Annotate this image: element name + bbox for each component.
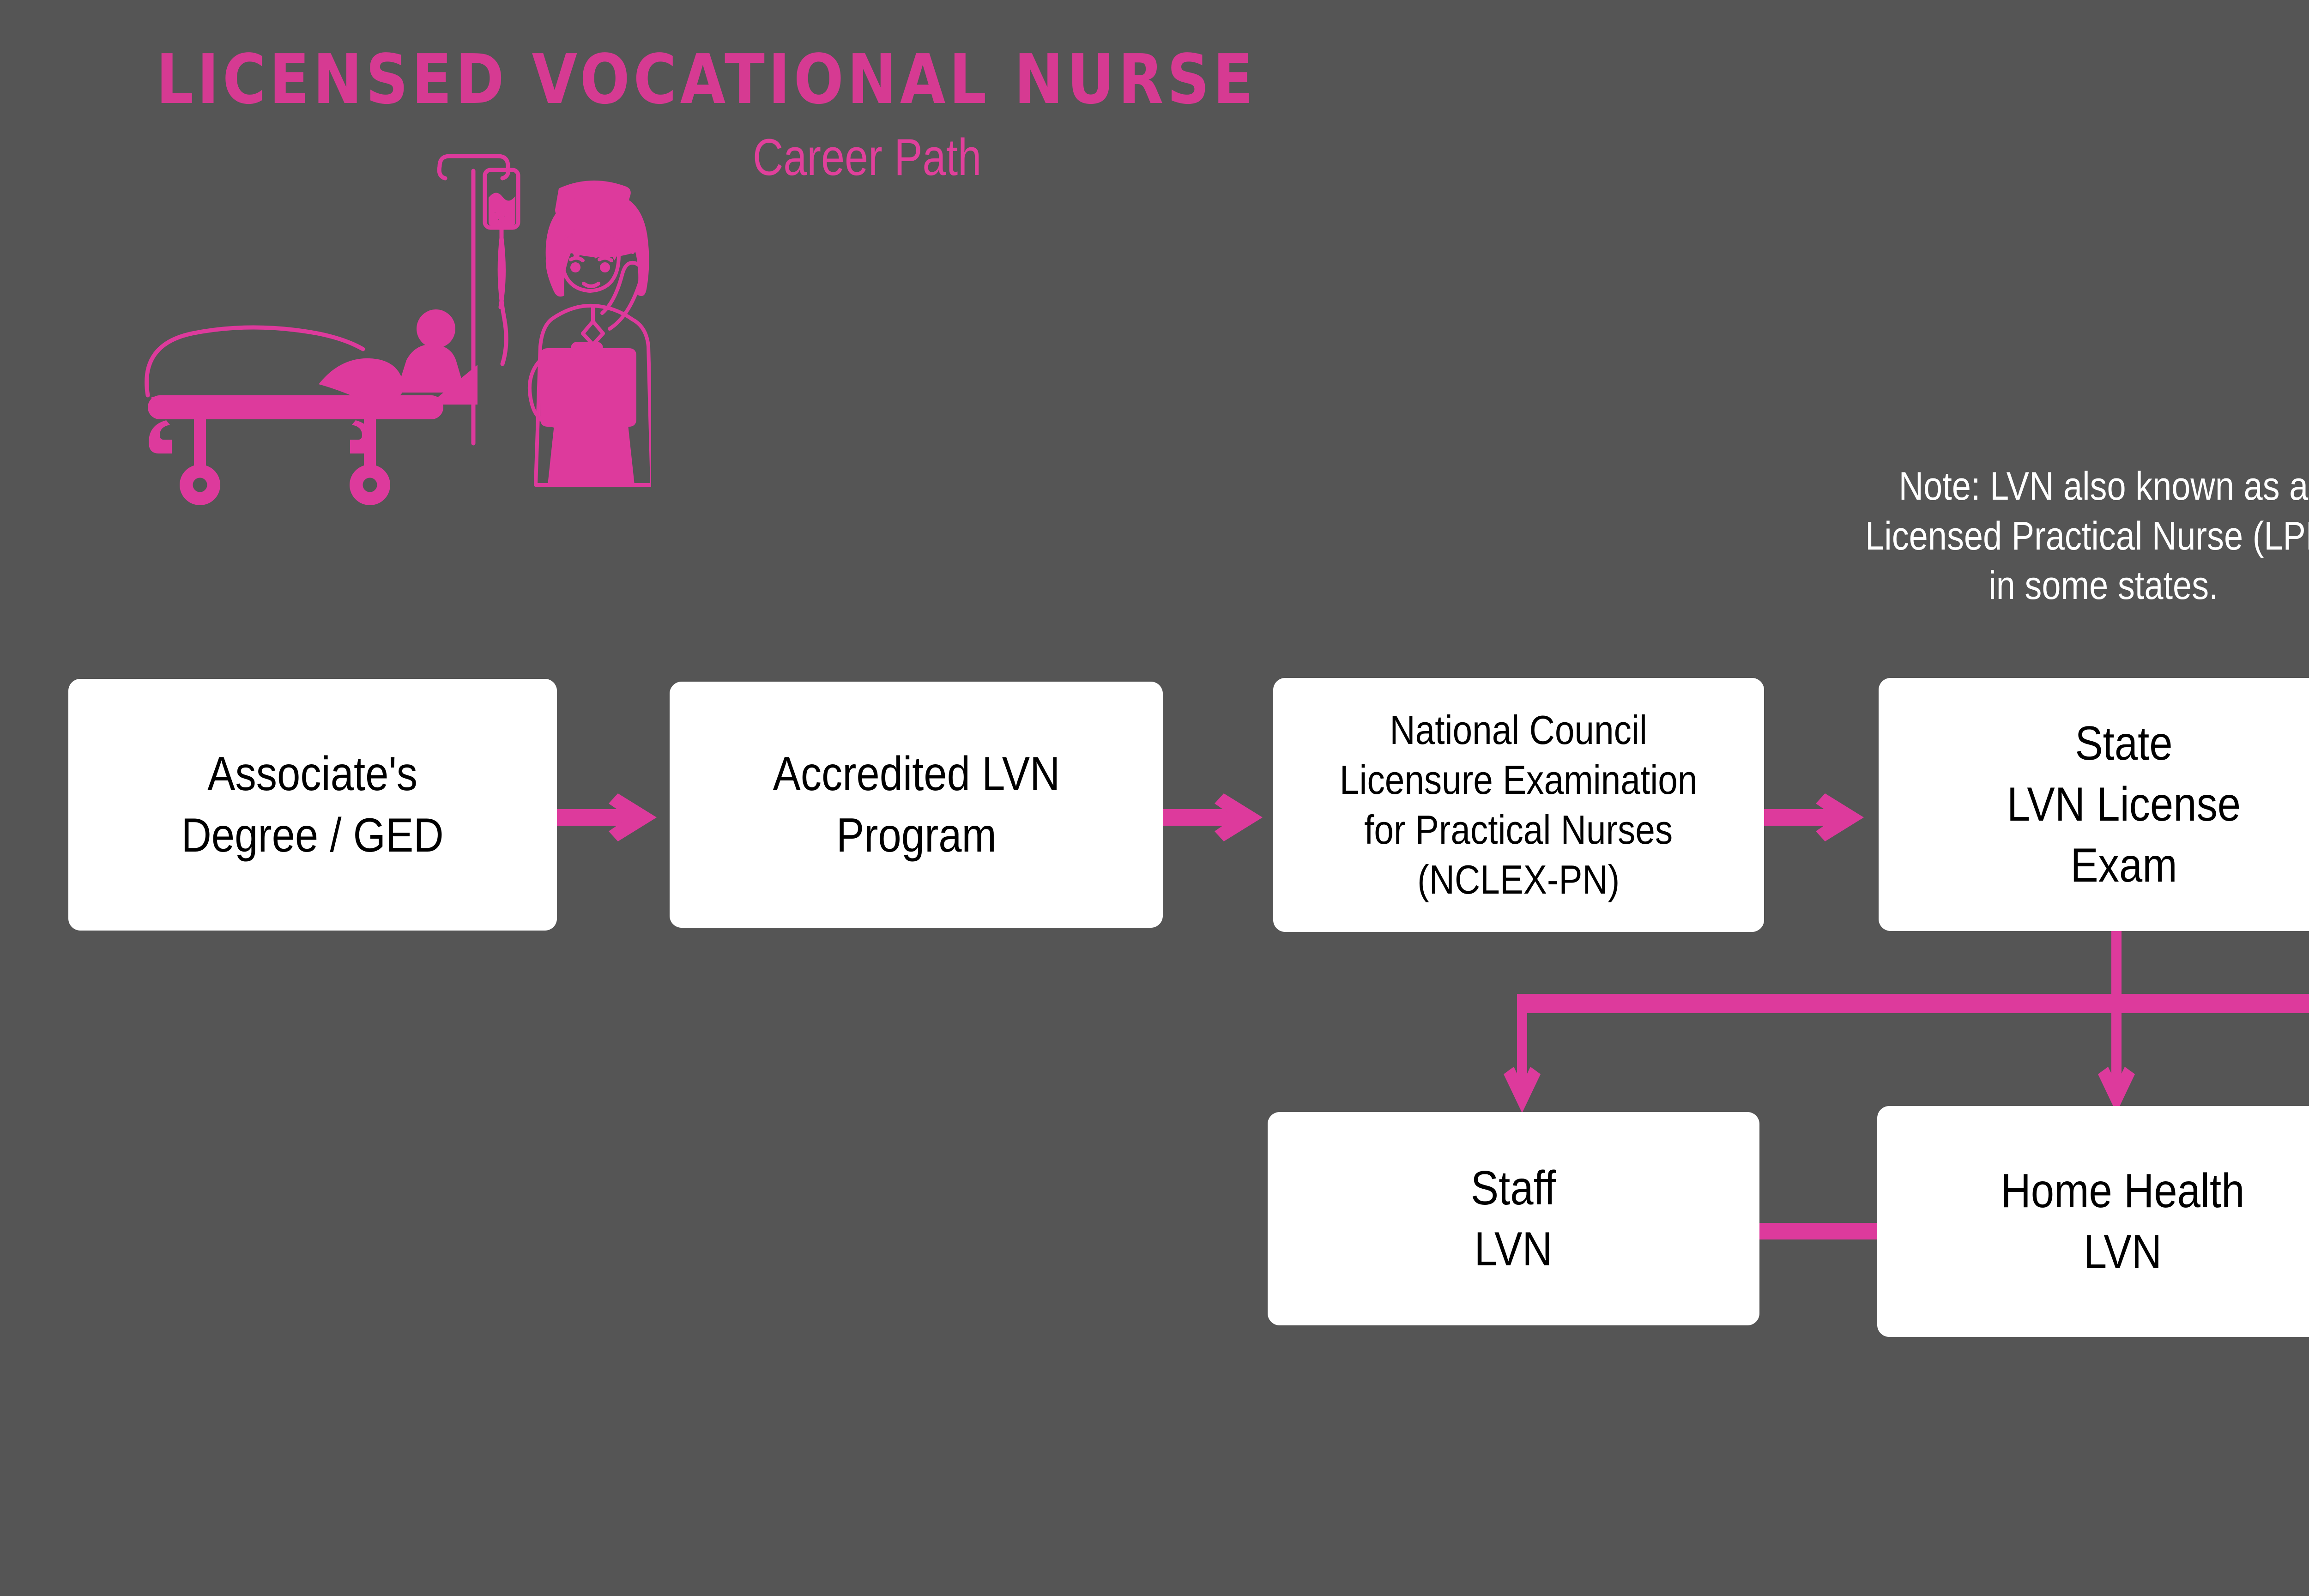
arrow-associates-to-program [556,793,657,841]
note-line-3: in some states. [1989,563,2218,608]
node-associates-degree[interactable]: Associate's Degree / GED [68,679,557,931]
node-label: National Council Licensure Examination f… [1340,707,1698,903]
node-label: State LVN License Exam [2007,716,2241,893]
page-subtitle: Career Path [753,128,982,186]
page-title: LICENSED VOCATIONAL NURSE [156,40,1257,119]
nurse-with-patient-illustration [145,154,651,505]
node-state-lvn-license-exam[interactable]: State LVN License Exam [1879,678,2309,931]
connector-stateexam-branch [1504,931,2309,1113]
arrow-program-to-nclex [1163,793,1263,841]
note-line-1: Note: LVN also known as a [1898,464,2309,508]
node-staff-lvn[interactable]: Staff LVN [1268,1112,1759,1325]
note-line-2: Licensed Practical Nurse (LPN) [1865,514,2309,558]
node-label: Staff LVN [1471,1161,1556,1276]
node-accredited-lvn-program[interactable]: Accredited LVN Program [670,682,1163,928]
arrow-nclex-to-stateexam [1764,793,1864,841]
node-label: Associate's Degree / GED [181,747,444,862]
lvn-lpn-note: Note: LVN also known as a Licensed Pract… [1816,462,2309,611]
node-label: Home Health LVN [2001,1164,2245,1279]
node-nclex-pn[interactable]: National Council Licensure Examination f… [1273,678,1764,932]
node-label: Accredited LVN Program [773,747,1060,862]
line-staff-to-homehealth [1759,1223,1879,1239]
node-home-health-lvn[interactable]: Home Health LVN [1877,1106,2309,1337]
